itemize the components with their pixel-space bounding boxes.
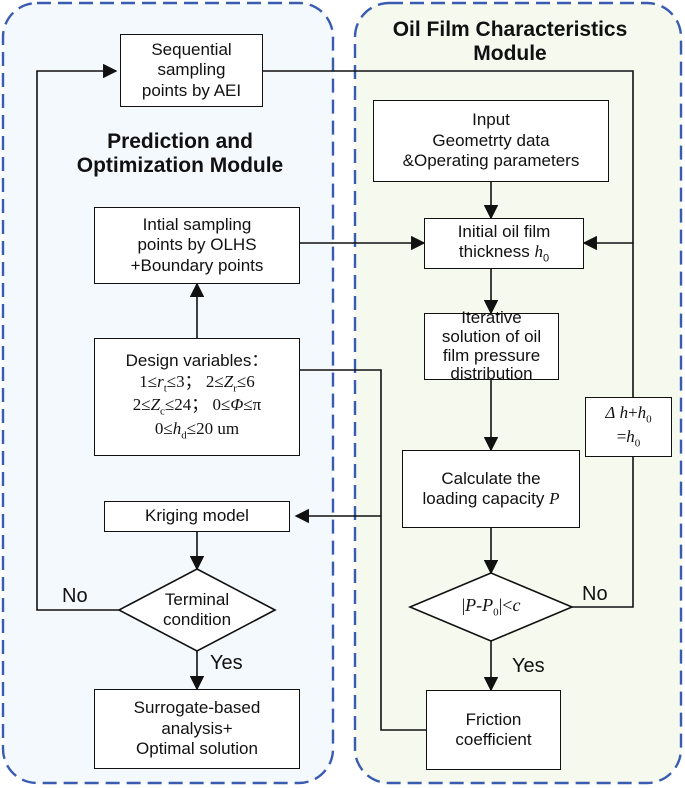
design-constraint-row-3: 0≤hd≤20 um <box>154 418 240 442</box>
no-label-left: No <box>62 585 88 607</box>
terminal-condition-diamond <box>117 568 277 652</box>
no-label-right: No <box>582 583 608 605</box>
right-module-container <box>353 1 683 785</box>
design-variables-box: Design variables： 1≤rt≤3； 2≤Zr≤6 2≤Zc≤24… <box>94 338 300 456</box>
left-module-title: Prediction and Optimization Module <box>76 130 284 178</box>
input-box: Input Geometrty data &Operating paramete… <box>373 100 609 182</box>
yes-label-right: Yes <box>512 655 545 677</box>
thickness-update-box: Δ h+h0 =h0 <box>585 397 672 457</box>
iterative-solution-box: Iterative solution of oil film pressure … <box>424 308 559 383</box>
sequential-sampling-box: Sequential sampling points by AEI <box>120 34 263 107</box>
line-sequential-to-feedback <box>263 70 634 243</box>
calculate-capacity-box: Calculate the loading capacity P <box>402 450 580 528</box>
design-constraint-row-2: 2≤Zc≤24； 0≤Φ≤π <box>132 395 262 418</box>
convergence-check-diamond <box>407 572 575 642</box>
friction-coefficient-box: Friction coefficient <box>426 690 561 770</box>
convergence-formula: |P-P0|<c <box>461 594 521 619</box>
initial-thickness-row-2: thickness h0 <box>458 241 550 265</box>
convergence-check-label: |P-P0|<c <box>410 573 572 641</box>
surrogate-analysis-box: Surrogate-based analysis+ Optimal soluti… <box>94 689 300 769</box>
update-row-1: Δ h+h0 <box>605 403 652 426</box>
line-friction-to-kriging <box>296 369 426 731</box>
initial-thickness-box: Initial oil film thickness h0 <box>424 218 584 269</box>
update-row-2: =h0 <box>616 427 641 450</box>
kriging-model-box: Kriging model <box>104 501 290 532</box>
calculate-row-2: loading capacity P <box>422 489 560 508</box>
yes-label-left: Yes <box>210 652 243 674</box>
design-constraint-row-1: 1≤rt≤3； 2≤Zr≤6 <box>139 371 255 395</box>
arrow-no-loop <box>36 63 120 611</box>
initial-sampling-box: Intial sampling points by OLHS +Boundary… <box>94 207 300 284</box>
right-module-title: Oil Film Characteristics Module <box>392 18 628 66</box>
terminal-condition-label: Terminal condition <box>162 589 232 629</box>
